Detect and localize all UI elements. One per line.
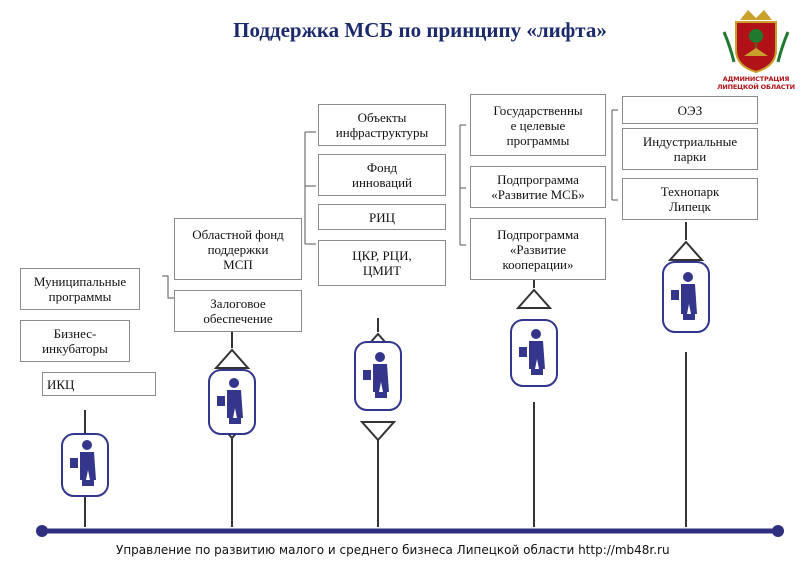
box-oez: ОЭЗ: [622, 96, 758, 124]
box-business-incubators: Бизнес- инкубаторы: [20, 320, 130, 362]
timeline-end-dot: [772, 525, 784, 537]
box-infrastructure: Объекты инфраструктуры: [318, 104, 446, 146]
up-arrow-icon: [515, 288, 553, 309]
page-title: Поддержка МСБ по принципу «лифта»: [233, 18, 607, 42]
bracket-innovation: [304, 131, 316, 245]
box-subprogram-cooperation: Подпрограмма «Развитие кооперации»: [470, 218, 606, 280]
box-subprogram-msb: Подпрограмма «Развитие МСБ»: [470, 166, 606, 208]
box-regional-fund: Областной фонд поддержки МСП: [174, 218, 302, 280]
box-ric: РИЦ: [318, 204, 446, 230]
bracket-state-programs: [459, 124, 466, 246]
box-ikc: ИКЦ: [42, 372, 156, 396]
box-technopark: Технопарк Липецк: [622, 178, 758, 220]
footer-text: Управление по развитию малого и среднего…: [116, 543, 670, 557]
businessman-icon: [519, 329, 545, 375]
up-arrow-icon: [213, 348, 251, 369]
box-municipal-programs: Муниципальные программы: [20, 268, 140, 310]
businessman-icon: [671, 272, 697, 320]
box-state-programs: Государственны е целевые программы: [470, 94, 606, 156]
timeline-start-dot: [36, 525, 48, 537]
down-arrow-icon: [359, 421, 397, 442]
businessman-icon: [363, 352, 389, 398]
elevator-car-icon: [61, 261, 710, 497]
emblem-label: АДМИНИСТРАЦИЯ ЛИПЕЦКОЙ ОБЛАСТИ: [717, 75, 795, 91]
businessman-icon: [70, 440, 96, 486]
bracket-regional-fund: [162, 275, 174, 299]
bracket-oez: [611, 109, 618, 201]
box-collateral: Залоговое обеспечение: [174, 290, 302, 332]
businessman-icon: [217, 378, 243, 424]
up-arrow-icon: [667, 240, 705, 261]
box-innovation-fund: Фонд инноваций: [318, 154, 446, 196]
coat-of-arms-icon: [722, 10, 790, 74]
box-industrial-parks: Индустриальные парки: [622, 128, 758, 170]
box-ckr: ЦКР, РЦИ, ЦМИТ: [318, 240, 446, 286]
